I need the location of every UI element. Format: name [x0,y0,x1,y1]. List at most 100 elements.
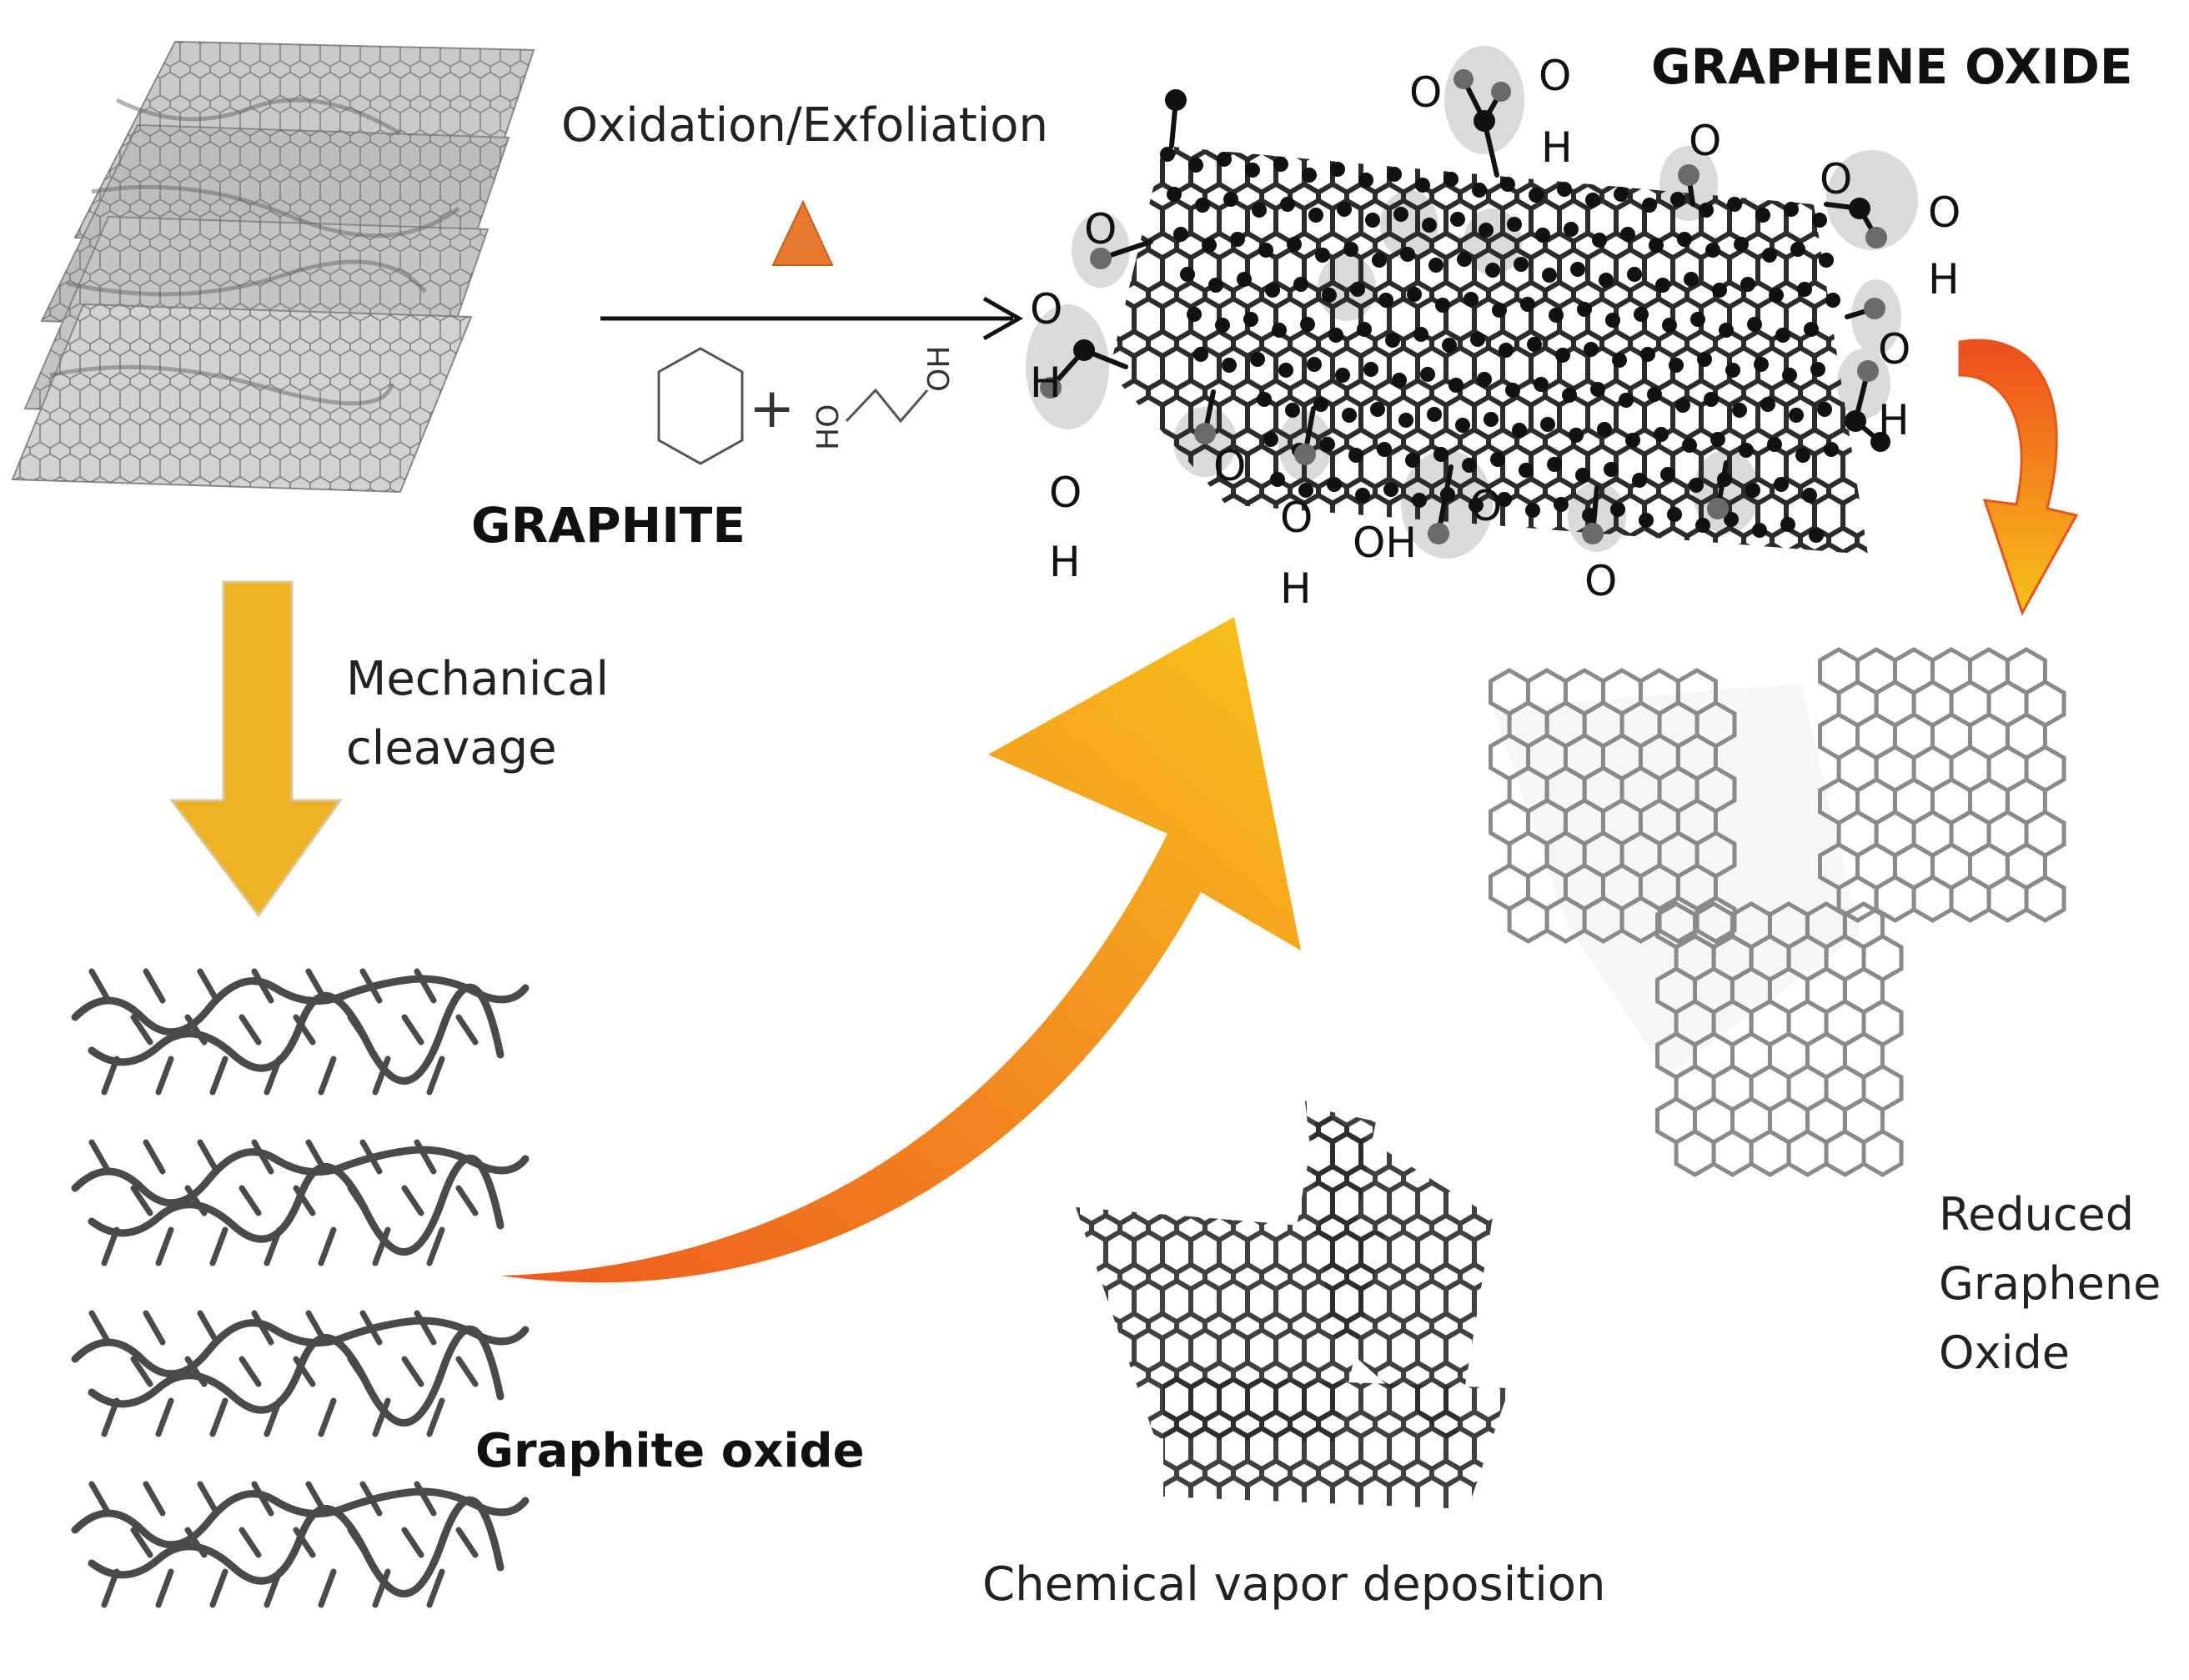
carbon-atom [1355,488,1370,503]
ethylene-glycol-icon [845,388,929,424]
carbon-atom [1415,178,1430,193]
carbon-atom [1223,192,1238,207]
carbon-atom [1327,477,1342,492]
atom-oh: OH [1353,519,1417,567]
carbon-atom [1298,483,1313,498]
carbon-atom [1278,363,1293,378]
carbon-atom [1243,312,1258,327]
atom-o: O [1280,494,1313,542]
carbon-atom [1385,333,1400,348]
carbon-atom [1597,422,1612,437]
carbon-atom [1767,437,1782,452]
carbon-atom [1745,483,1760,498]
carbon-atom [1797,282,1812,297]
carbon-atom [1655,278,1670,293]
carbon-atom [1540,417,1555,432]
carbon-atom [1222,358,1237,373]
carbon-atom [1302,168,1317,183]
carbon-atom [1322,288,1337,303]
atom-h: H [1049,538,1081,586]
carbon-atom [1529,188,1544,203]
carbon-atom [1328,328,1343,343]
graphite-oxide-layer [71,1310,530,1437]
reagent-oh: OH [922,346,956,392]
carbon-atom [1173,227,1188,242]
atom-o: O [1820,155,1853,203]
carbon-atom [1450,212,1465,227]
carbon-atom [1343,242,1358,257]
carbon-atom [1270,472,1285,487]
carbon-atom [1217,152,1232,167]
carbon-atom [1719,323,1734,338]
carbon-atom [1775,328,1790,343]
graphite-oxide-layer [71,1481,530,1608]
carbon-atom [1824,442,1839,457]
carbon-atom [1400,247,1415,262]
carbon-atom [1263,432,1278,447]
rgo-ring [1694,895,1737,944]
reaction-arrow [600,296,1024,341]
carbon-atom [1620,227,1635,242]
rgo-ring [2024,875,2066,923]
carbon-atom [1569,428,1584,443]
carbon-atom [1684,272,1699,287]
carbon-atom [1535,228,1550,243]
carbon-atom [1734,237,1749,252]
carbon-atom [1307,357,1322,372]
carbon-atom [1610,502,1625,517]
carbon-atom [1625,433,1640,448]
carbon-atom [1789,408,1804,423]
carbon-atom [1809,528,1824,543]
carbon-atom [1477,372,1492,387]
carbon-atom [1505,383,1520,398]
carbon-atom [1407,287,1422,302]
rgo-ring [1861,1129,1904,1177]
carbon-atom [1825,293,1840,308]
carbon-atom [1784,202,1799,217]
carbon-atom [1677,232,1692,247]
carbon-atom [1492,303,1507,318]
cvd-label: Chemical vapor deposition [982,1557,1606,1612]
carbon-atom [1727,197,1742,212]
atom-o: O [1049,469,1082,517]
carbon-atom [1365,213,1380,228]
rgo-ring [1949,875,1991,923]
atom-h: H [1280,564,1312,613]
heat-triangle-icon [771,199,834,266]
cvd-graphene-sheets [1076,1101,1509,1509]
carbon-atom [1762,248,1777,263]
carbon-atom [1357,322,1372,337]
atom-o: O [1084,205,1117,253]
carbon-atom [1433,447,1448,462]
carbon-atom [1732,403,1747,418]
carbon-atom [1654,427,1669,442]
carbon-atom [1499,343,1514,358]
atom-h: H [1030,359,1062,407]
rgo-ring [1674,1129,1716,1177]
carbon-atom [1350,282,1365,297]
carbon-atom [1372,253,1387,268]
carbon-atom [1167,187,1182,202]
carbon-atom [1705,243,1720,258]
carbon-atom [1393,207,1408,222]
carbon-atom [1193,347,1208,362]
reagent-plus: + [749,376,795,440]
carbon-atom [1590,382,1605,397]
carbon-atom [1363,362,1378,377]
carbon-atom [1555,348,1570,363]
carbon-atom [1457,252,1472,267]
carbon-atom [1710,432,1725,447]
carbon-atom [1337,202,1352,217]
carbon-atom [1660,467,1675,482]
carbon-atom [1195,198,1210,213]
carbon-atom [1485,263,1500,278]
carbon-atom [1215,318,1230,333]
carbon-atom [1675,398,1690,413]
carbon-atom [1804,322,1819,337]
reduction-arrow [1958,339,2079,616]
carbon-atom [1642,198,1657,213]
carbon-atom [1435,298,1450,313]
carbon-atom [1377,442,1392,457]
carbon-atom [1230,232,1245,247]
